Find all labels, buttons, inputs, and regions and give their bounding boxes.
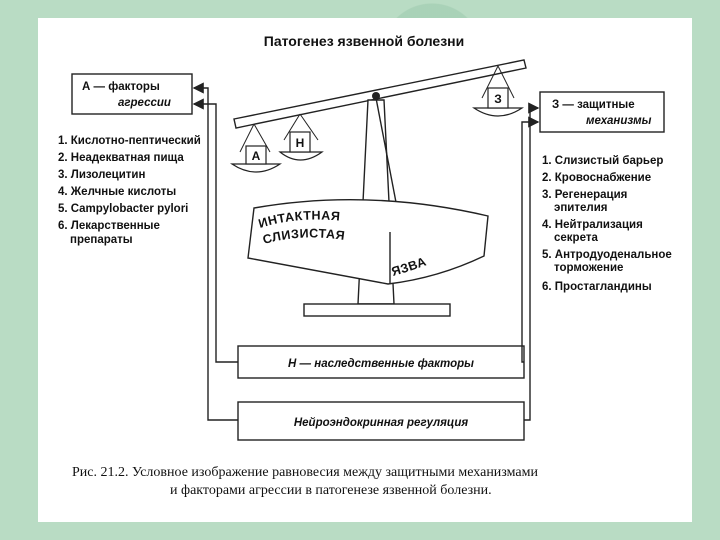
balance-scale: А Н З ИНТАКТНАЯ СЛИЗИСТАЯ [230, 59, 527, 317]
hereditary-box: Н — наследственные факторы [237, 345, 525, 379]
diagram-title: Патогенез язвенной болезни [264, 33, 464, 49]
diagram-sheet: Патогенез язвенной болезни А — факторы а… [38, 18, 692, 522]
scale-dial: ИНТАКТНАЯ СЛИЗИСТАЯ ЯЗВА [247, 198, 489, 285]
pan-a: А [230, 123, 282, 173]
defense-item: 3. Регенерация [542, 189, 627, 201]
aggression-list: 1. Кислотно-пептический 2. Неадекватная … [58, 135, 201, 246]
aggression-header-1: А — факторы [82, 81, 160, 93]
aggression-item: 3. Лизолецитин [58, 169, 145, 181]
defense-item: 1. Слизистый барьер [542, 155, 663, 167]
defense-list: 1. Слизистый барьер 2. Кровоснабжение 3.… [542, 155, 672, 293]
defense-header-1: З — защитные [552, 99, 635, 111]
caption-line-1: Рис. 21.2. Условное изображение равновес… [72, 465, 538, 480]
defense-item: секрета [554, 232, 598, 244]
defense-item: 5. Антродуоденальное [542, 249, 672, 261]
aggression-header-2: агрессии [118, 97, 171, 109]
aggression-box: А — факторы агрессии [71, 73, 193, 115]
hereditary-label: Н — наследственные факторы [288, 358, 474, 370]
aggression-item: 6. Лекарственные [58, 220, 160, 232]
pan-z: З [472, 65, 524, 117]
neuro-box: Нейроэндокринная регуляция [237, 401, 525, 441]
aggression-item: 5. Campylobacter pylori [58, 203, 188, 215]
defense-box: З — защитные механизмы [539, 91, 665, 133]
neuro-label: Нейроэндокринная регуляция [294, 417, 469, 429]
diagram-canvas: Патогенез язвенной болезни А — факторы а… [58, 33, 672, 498]
pan-n-label: Н [296, 136, 305, 150]
aggression-item: препараты [70, 234, 133, 246]
aggression-item: 4. Желчные кислоты [58, 186, 176, 198]
pan-n: Н [278, 113, 324, 161]
defense-item: 2. Кровоснабжение [542, 172, 651, 184]
pan-a-label: А [252, 149, 261, 163]
defense-item: торможение [554, 262, 623, 274]
aggression-item: 2. Неадекватная пища [58, 152, 184, 164]
defense-item: эпителия [554, 202, 607, 214]
defense-item: 4. Нейтрализация [542, 219, 643, 231]
connectors [192, 82, 540, 421]
caption-line-2: и факторами агрессии в патогенезе язвенн… [170, 483, 492, 498]
defense-item: 6. Простагландины [542, 281, 652, 293]
aggression-item: 1. Кислотно-пептический [58, 135, 201, 147]
defense-header-2: механизмы [586, 115, 652, 127]
pan-z-label: З [494, 92, 502, 106]
